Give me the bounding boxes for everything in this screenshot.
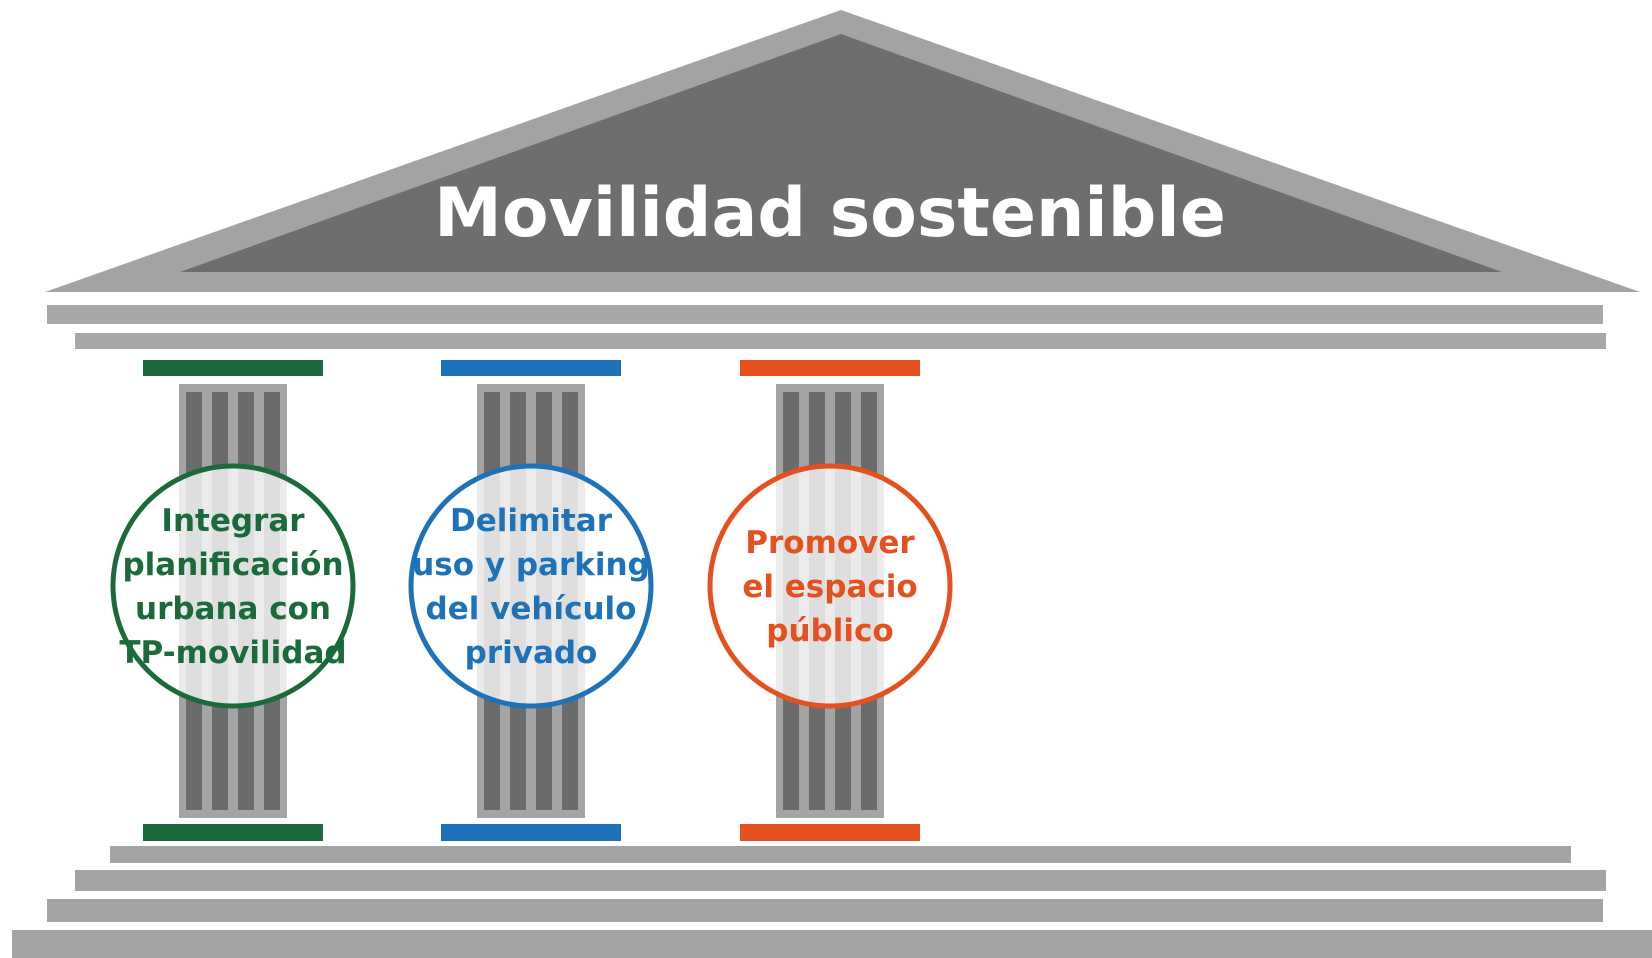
pillar-capital-parking: [441, 360, 621, 376]
entablature-beam-bottom: [75, 333, 1606, 349]
pillar-label-line: público: [766, 613, 893, 649]
pillar-label-line: Delimitar: [450, 503, 613, 539]
pillar-base-parking: [441, 824, 621, 841]
entablature-beam-top: [47, 305, 1603, 324]
pillar-label-line: Promover: [745, 525, 915, 561]
pillar-base-espacio: [740, 824, 920, 841]
pillar-label-line: Integrar: [161, 503, 305, 539]
base-step-1: [110, 846, 1571, 863]
pillar-label-line: el espacio: [742, 569, 917, 605]
pillar-label-line: TP-movilidad: [119, 635, 346, 671]
pillar-capital-planificacion: [143, 360, 323, 376]
pillar-label-line: urbana con: [135, 591, 331, 627]
pillar-circle-planificacion: [110, 463, 356, 709]
pillars-group: Integrar planificación urbana conTP-movili…: [110, 360, 953, 841]
pillar-label-line: uso y parking: [412, 547, 650, 583]
pillar-label-line: planificación: [122, 547, 343, 583]
pillar-capital-espacio: [740, 360, 920, 376]
base-step-2: [75, 870, 1606, 891]
base-step-4: [12, 930, 1652, 958]
base-step-3: [47, 899, 1603, 922]
pillar-label-line: privado: [465, 635, 598, 671]
pillar-parking: Delimitar uso y parking del vehículo privad…: [408, 360, 654, 841]
diagram-title: Movilidad sostenible: [434, 174, 1226, 253]
pillar-base-planificacion: [143, 824, 323, 841]
pillar-circle-parking: [408, 463, 654, 709]
pillar-label-line: del vehículo: [426, 591, 637, 627]
pillar-planificacion: Integrar planificación urbana conTP-movili…: [110, 360, 356, 841]
pillar-circle-espacio: [707, 463, 953, 709]
roof-inner: [180, 34, 1502, 272]
pillar-espacio: Promover el espacio público: [707, 360, 953, 841]
